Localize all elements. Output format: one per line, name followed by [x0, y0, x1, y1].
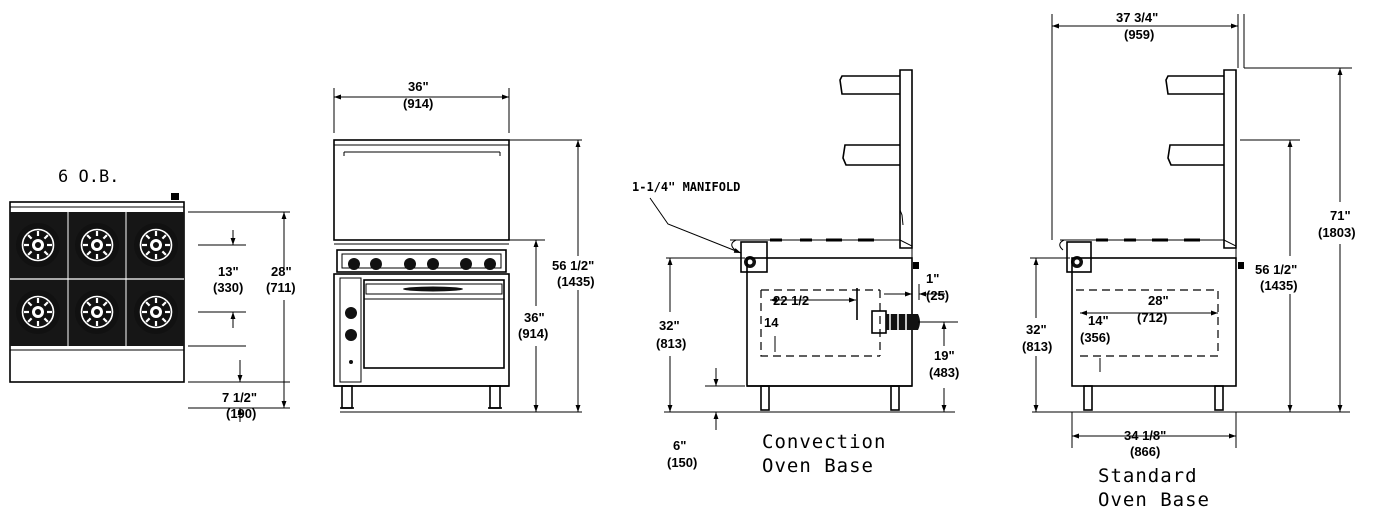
dim-width-mm: (914): [403, 96, 433, 111]
dim-front: 7 1/2": [222, 390, 257, 405]
standard-side-view: 37 3/4" (959) 28" (712) 14" (356): [1022, 10, 1356, 511]
lower-shelf: [1167, 144, 1224, 166]
convection-side-view: 1-1/4" MANIFOLD 32" (813) 22 1/2 14 1" (…: [632, 69, 959, 477]
standard-caption-line2: Oven Base: [1098, 489, 1210, 511]
knob-icon: [427, 258, 439, 270]
dim-oven-depth-mm: (712): [1137, 310, 1167, 325]
oven-body: [1071, 257, 1237, 387]
top-view: 6 O.B. 13" (330) 28" (711) 7 1/2" (190): [9, 167, 296, 422]
standard-caption-line1: Standard: [1098, 465, 1198, 487]
knob-icon: [348, 258, 360, 270]
dim-height-32: 32": [1026, 322, 1047, 337]
manifold-body: [740, 241, 768, 273]
dim-total-height-mm: (1435): [557, 274, 595, 289]
door-handle: [871, 310, 887, 334]
leg: [489, 385, 501, 409]
dim-legs: 6": [673, 438, 686, 453]
dim-work-height-mm: (914): [518, 326, 548, 341]
leg: [760, 385, 770, 411]
control-panel: [336, 249, 507, 273]
dim-height-32-mm: (813): [656, 336, 686, 351]
leg: [890, 385, 900, 411]
burner-icon: [14, 288, 62, 336]
upper-shelf: [1165, 75, 1224, 95]
handle-grip: [886, 314, 920, 330]
dim-shelf-width-mm: (959): [1124, 27, 1154, 42]
oven-handle: [365, 283, 503, 295]
dim-height-71-mm: (1803): [1318, 225, 1356, 240]
dim-height-71: 71": [1330, 208, 1351, 223]
top-view-title: 6 O.B.: [58, 167, 119, 187]
dim-height-32-mm: (813): [1022, 339, 1052, 354]
burner-icon: [73, 288, 121, 336]
manifold-label: 1-1/4" MANIFOLD: [632, 180, 740, 194]
dim-oven-depth: 28": [1148, 293, 1169, 308]
lower-shelf: [842, 144, 900, 166]
knob-icon: [484, 258, 496, 270]
convection-caption-line2: Oven Base: [762, 455, 874, 477]
dim-height-32: 32": [659, 318, 680, 333]
dim-work-height: 36": [524, 310, 545, 325]
dim-shelf-width: 37 3/4": [1116, 10, 1158, 25]
control-tab: [171, 193, 179, 200]
dim-height-56: 56 1/2": [1255, 262, 1297, 277]
upper-shelf: [839, 75, 900, 95]
dim-oven-height: 14": [1088, 313, 1109, 328]
dim-burner-spacing-mm: (330): [213, 280, 243, 295]
backsplash: [333, 139, 510, 241]
burner-icon: [14, 221, 62, 269]
dim-base-depth-mm: (866): [1130, 444, 1160, 459]
dim-depth-mm: (711): [266, 280, 296, 295]
knob-icon: [370, 258, 382, 270]
leg: [1214, 385, 1224, 411]
burner-icon: [132, 288, 180, 336]
dim-oven-depth: 22 1/2: [773, 293, 809, 308]
dim-oven-height-mm: (356): [1080, 330, 1110, 345]
oven-door: [363, 279, 505, 369]
dim-height-56-mm: (1435): [1260, 278, 1298, 293]
oven-control-strip: [339, 277, 362, 383]
manifold-body: [1066, 241, 1092, 273]
dim-base-depth: 34 1/8": [1124, 428, 1166, 443]
riser: [1223, 69, 1237, 249]
riser: [899, 69, 913, 249]
front-view: 36" (914): [333, 79, 595, 413]
knob-icon: [404, 258, 416, 270]
knob-icon: [345, 329, 357, 341]
leg: [341, 385, 353, 409]
burner-icon: [132, 221, 180, 269]
dim-knob-height-mm: (483): [929, 365, 959, 380]
dim-total-height: 56 1/2": [552, 258, 594, 273]
dim-legs-mm: (150): [667, 455, 697, 470]
dim-burner-spacing: 13": [218, 264, 239, 279]
knob-icon: [345, 307, 357, 319]
dim-width: 36": [408, 79, 429, 94]
knob-icon: [460, 258, 472, 270]
dim-flue: 1": [926, 271, 939, 286]
dim-flue-mm: (25): [926, 288, 949, 303]
dim-depth: 28": [271, 264, 292, 279]
convection-caption-line1: Convection: [762, 431, 886, 453]
leg: [1083, 385, 1093, 411]
dim-knob-height: 19": [934, 348, 955, 363]
dim-front-mm: (190): [226, 406, 256, 421]
dim-oven-height: 14: [764, 315, 779, 330]
burner-icon: [73, 221, 121, 269]
